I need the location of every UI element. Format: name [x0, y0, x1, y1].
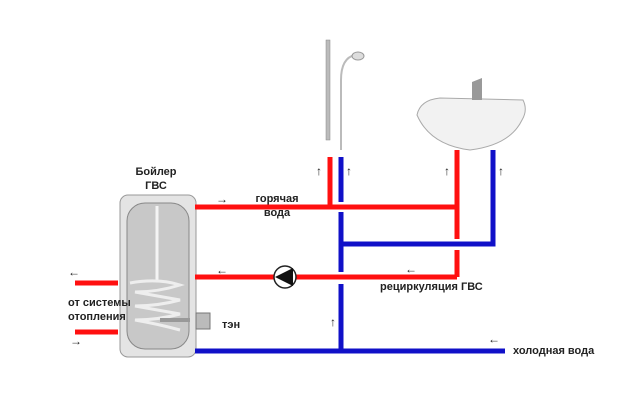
flow-arrow-left-icon: ←	[216, 263, 228, 277]
flow-arrow-up-icon: ↑	[444, 164, 450, 178]
shower-fixture	[325, 39, 365, 150]
hot-water-label: горячая	[255, 193, 298, 205]
flow-arrow-left-icon: ←	[405, 262, 417, 276]
flow-arrow-left-icon: ←	[488, 332, 500, 346]
boiler-title: Бойлер	[135, 166, 176, 178]
flow-arrow-right-icon: →	[70, 334, 82, 348]
heater-element	[160, 318, 190, 322]
heater-label: тэн	[222, 319, 240, 331]
heating-coil	[129, 279, 185, 332]
flow-arrow-up-icon: ↑	[316, 164, 322, 178]
sink-fixture	[416, 78, 526, 151]
flow-arrow-up-icon: ↑	[498, 164, 504, 178]
boiler-tank	[119, 194, 211, 358]
boiler-subtitle: ГВС	[145, 180, 167, 192]
heating-label-2: отопления	[68, 311, 126, 323]
hot-water-label-2: вода	[264, 207, 291, 219]
flow-arrow-up-icon: ↑	[330, 315, 336, 329]
flow-arrow-up-icon: ↑	[346, 164, 352, 178]
flow-arrow-left-icon: ←	[68, 265, 80, 279]
circulation-pump	[273, 265, 297, 289]
cold-water-label: холодная вода	[513, 345, 595, 357]
heating-label: от системы	[68, 297, 131, 309]
cold-branch-pipe	[341, 150, 496, 247]
recirculation-label: рециркуляция ГВС	[380, 281, 483, 293]
heater-housing	[195, 312, 211, 330]
flow-arrow-right-icon: →	[216, 192, 228, 206]
